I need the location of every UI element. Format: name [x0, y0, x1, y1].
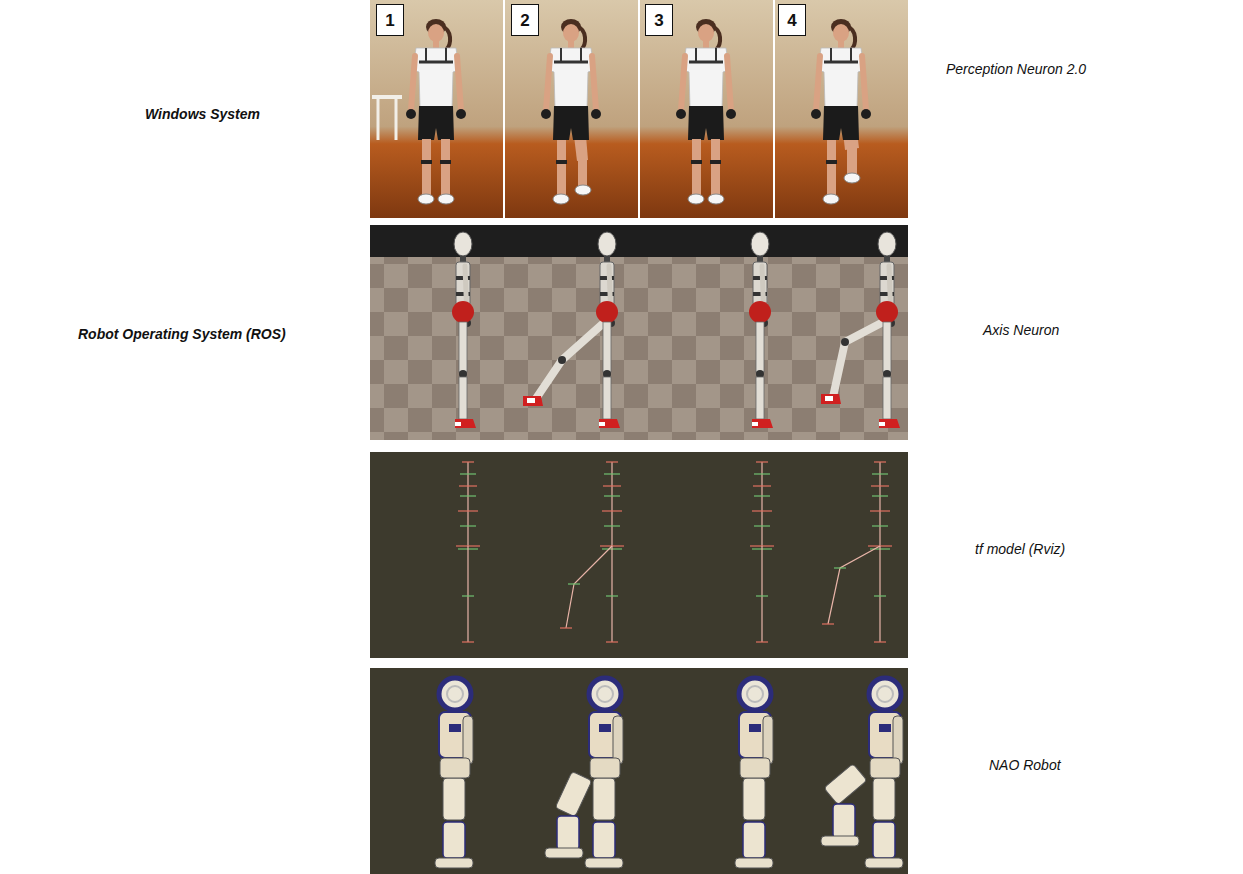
callout-number: 2 [520, 12, 529, 29]
callout-number: 3 [654, 12, 663, 29]
system-label: Windows System [145, 106, 260, 122]
frame-number: 3 [645, 4, 673, 36]
stage-label: Perception Neuron 2.0 [946, 61, 1086, 77]
nao-strip [370, 668, 908, 874]
axis-neuron-strip [370, 225, 908, 440]
frame-number: 4 [778, 4, 806, 36]
photo-strip [370, 0, 908, 218]
frame-number: 2 [511, 4, 539, 36]
frame-number: 1 [376, 4, 404, 36]
tf-strip [370, 452, 908, 658]
system-label: Robot Operating System (ROS) [78, 326, 286, 342]
stage-label: tf model (Rviz) [975, 541, 1065, 557]
stage-label: NAO Robot [989, 757, 1061, 773]
stage-label: Axis Neuron [983, 322, 1059, 338]
callout-number: 1 [385, 12, 394, 29]
callout-number: 4 [787, 12, 796, 29]
